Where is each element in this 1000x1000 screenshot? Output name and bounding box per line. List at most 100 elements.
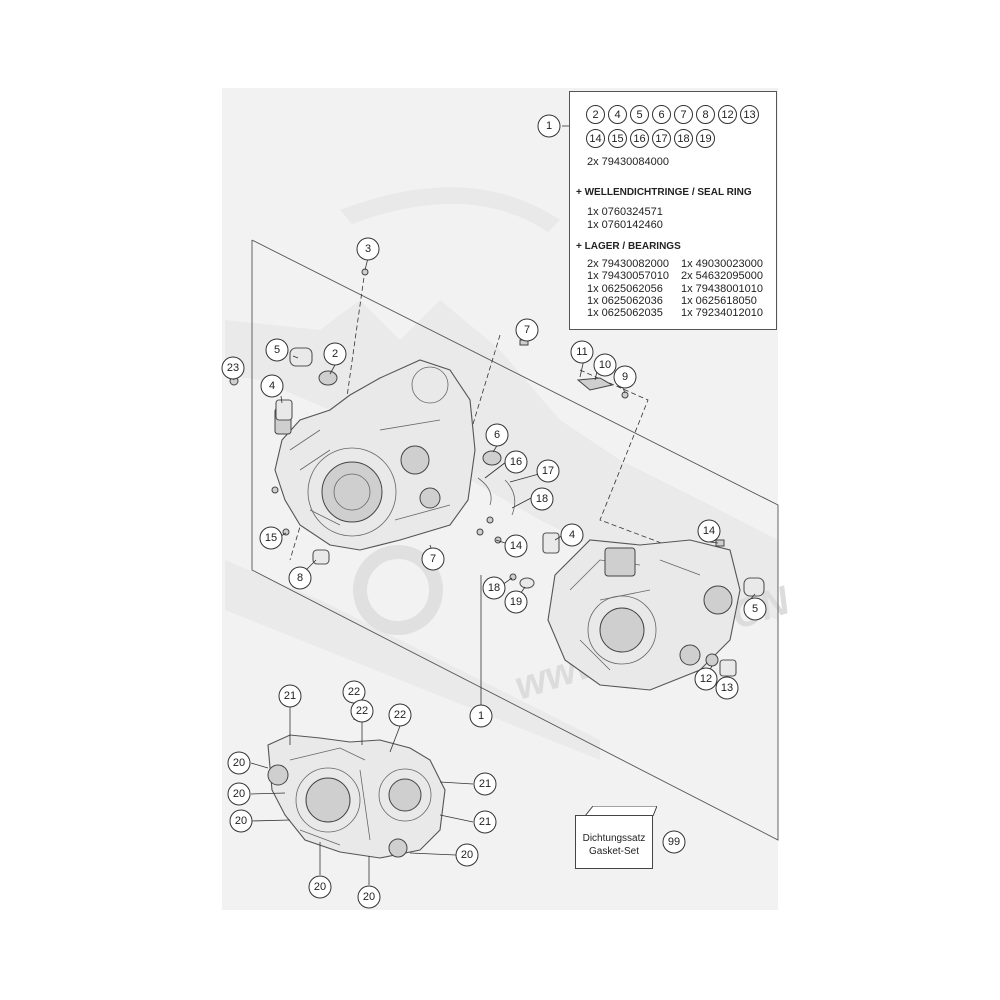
bearing-item: 1x 0625062035 [587,307,663,320]
callout-17[interactable]: 17 [536,459,560,483]
callout-20[interactable]: 20 [455,843,479,867]
callout-20[interactable]: 20 [229,809,253,833]
gasket-box-top-face [585,806,657,816]
inside-view-crankcase [267,734,446,859]
callout-2[interactable]: 2 [323,342,347,366]
callout-14[interactable]: 14 [697,519,721,543]
callout-7[interactable]: 7 [421,547,445,571]
callout-5[interactable]: 5 [265,338,289,362]
callout-4[interactable]: 4 [560,523,584,547]
callout-20[interactable]: 20 [227,782,251,806]
callout-6[interactable]: 6 [485,423,509,447]
callout-23[interactable]: 23 [221,356,245,380]
svg-text:20: 20 [235,815,247,827]
assembly-line [449,334,501,501]
kit-ref[interactable]: 14 [586,129,605,148]
kit-ref[interactable]: 5 [630,105,649,124]
svg-text:4: 4 [569,529,575,541]
bearing-item: 1x 0625062036 [587,294,663,307]
kit-ref[interactable]: 8 [696,105,715,124]
callout-16[interactable]: 16 [504,450,528,474]
kit-ref[interactable]: 16 [630,129,649,148]
svg-text:22: 22 [394,709,406,721]
callout-12[interactable]: 12 [694,667,718,691]
callout-gasket-set[interactable]: 99 [662,830,686,854]
callout-7[interactable]: 7 [515,318,539,342]
svg-text:22: 22 [348,686,360,698]
callout-11[interactable]: 11 [570,340,594,364]
callout-22[interactable]: 22 [350,699,374,723]
bearing-item: 1x 49030023000 [681,258,763,270]
svg-text:7: 7 [430,553,436,565]
callout-5[interactable]: 5 [743,597,767,621]
svg-text:17: 17 [542,465,554,477]
seal-ring-heading: + WELLENDICHTRINGE / SEAL RING [576,187,752,198]
callout-10[interactable]: 10 [593,353,617,377]
kit-ref-row-2: 14 15 16 17 18 19 [586,129,715,148]
svg-text:20: 20 [233,788,245,800]
bearing-list: 2x 79430082000 1x 49030023000 1x 7943005… [587,258,781,319]
svg-text:20: 20 [461,849,473,861]
callout-19[interactable]: 19 [504,590,528,614]
callout-21[interactable]: 21 [473,810,497,834]
gasket-set-box[interactable]: Dichtungssatz Gasket-Set [575,815,653,869]
kit-ref[interactable]: 13 [740,105,759,124]
exploded-view-frame [251,239,779,841]
bearing-item: 2x 54632095000 [681,270,763,283]
bearing-item: 1x 79430057010 [587,270,669,283]
gasket-label-en: Gasket-Set [588,846,640,857]
callout-4[interactable]: 4 [260,374,284,398]
svg-text:21: 21 [284,690,296,702]
svg-text:9: 9 [622,371,628,383]
svg-text:1: 1 [478,710,484,722]
callout-22[interactable]: 22 [388,703,412,727]
kit-ref[interactable]: 4 [608,105,627,124]
callout-18[interactable]: 18 [530,487,554,511]
svg-text:19: 19 [510,596,522,608]
svg-text:20: 20 [363,891,375,903]
svg-text:5: 5 [274,344,280,356]
svg-text:7: 7 [524,324,530,336]
kit-ref[interactable]: 18 [674,129,693,148]
callout-9[interactable]: 9 [613,365,637,389]
callout-20[interactable]: 20 [227,751,251,775]
svg-text:21: 21 [479,778,491,790]
kit-ref[interactable]: 6 [652,105,671,124]
callout-21[interactable]: 21 [278,684,302,708]
callout-3[interactable]: 3 [356,237,380,261]
svg-text:1: 1 [546,120,552,132]
svg-text:2: 2 [332,348,338,360]
kit-ref[interactable]: 19 [696,129,715,148]
svg-text:6: 6 [494,429,500,441]
callout-18[interactable]: 18 [482,576,506,600]
svg-text:3: 3 [365,243,371,255]
callout-kit[interactable]: 1 [537,114,561,138]
kit-ref[interactable]: 7 [674,105,693,124]
gasket-set-label: Dichtungssatz Gasket-Set [576,832,652,858]
callout-1[interactable]: 1 [469,704,493,728]
svg-text:99: 99 [668,836,680,848]
svg-text:20: 20 [233,757,245,769]
kit-ref[interactable]: 15 [608,129,627,148]
bearing-item: 1x 79438001010 [681,282,763,295]
callout-21[interactable]: 21 [473,772,497,796]
svg-text:5: 5 [752,603,758,615]
callout-13[interactable]: 13 [715,676,739,700]
svg-text:13: 13 [721,682,733,694]
callout-20[interactable]: 20 [357,885,381,909]
kit-ref[interactable]: 12 [718,105,737,124]
svg-text:11: 11 [576,346,587,358]
callout-8[interactable]: 8 [288,566,312,590]
svg-text:14: 14 [703,525,715,537]
callout-14[interactable]: 14 [504,534,528,558]
assembly-line [289,519,303,561]
kit-ref[interactable]: 2 [586,105,605,124]
svg-text:10: 10 [599,359,611,371]
callout-20[interactable]: 20 [308,875,332,899]
callout-15[interactable]: 15 [259,526,283,550]
kit-contents-box: 2 4 5 6 7 8 12 13 14 15 16 17 18 19 2x 7… [569,91,777,330]
svg-text:18: 18 [488,582,500,594]
svg-text:12: 12 [700,673,712,685]
kit-ref[interactable]: 17 [652,129,671,148]
